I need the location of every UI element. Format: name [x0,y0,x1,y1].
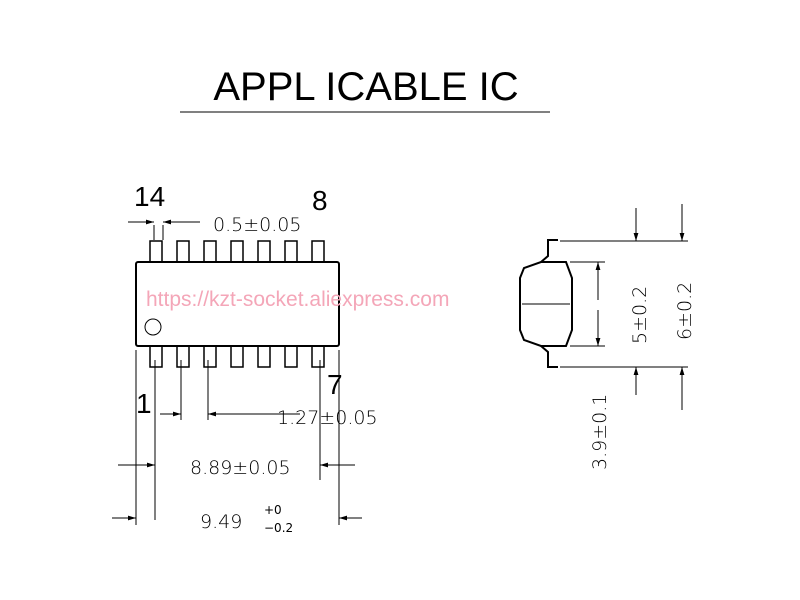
pin-span-label: 8.89±0.05 [190,457,291,479]
pitch-label: 1.27±0.05 [277,407,378,429]
pin-bottom-2 [176,345,190,368]
pin-label-7: 7 [327,369,343,400]
pin-top-13 [176,240,190,263]
body-width-label: 5±0.2 [629,286,651,344]
top-pins [149,240,325,263]
pin-top-9 [284,240,298,263]
pin-top-8 [311,240,325,263]
pin-top-11 [230,240,244,263]
pin-label-8: 8 [312,185,328,216]
pin-bottom-5 [257,345,271,368]
body-length-upper-tol: +0 [264,503,282,517]
pin-top-12 [203,240,217,263]
pin-bottom-3 [203,345,217,368]
pin-top-14 [149,240,163,263]
pin-bottom-7 [311,345,325,368]
pin-top-10 [257,240,271,263]
pin-bottom-1 [149,345,163,368]
overall-width-label: 6±0.2 [674,282,696,340]
bottom-pins [149,345,325,368]
ic-side-view [519,239,573,368]
pin1-marker [144,318,162,336]
body-length-lower-tol: −0.2 [264,521,293,535]
body-height-label: 3.9±0.1 [589,394,611,470]
watermark: https://kzt-socket.aliexpress.com [146,288,449,311]
pin-bottom-4 [230,345,244,368]
pin-label-14: 14 [134,181,165,212]
pin-bottom-6 [284,345,298,368]
page-title: APPL ICABLE IC [213,65,518,109]
body-length-base: 9.49 [200,511,242,533]
ic-body-top-view [135,261,340,347]
pin-label-1: 1 [136,388,152,419]
lead-width-label: 0.5±0.05 [213,214,301,236]
